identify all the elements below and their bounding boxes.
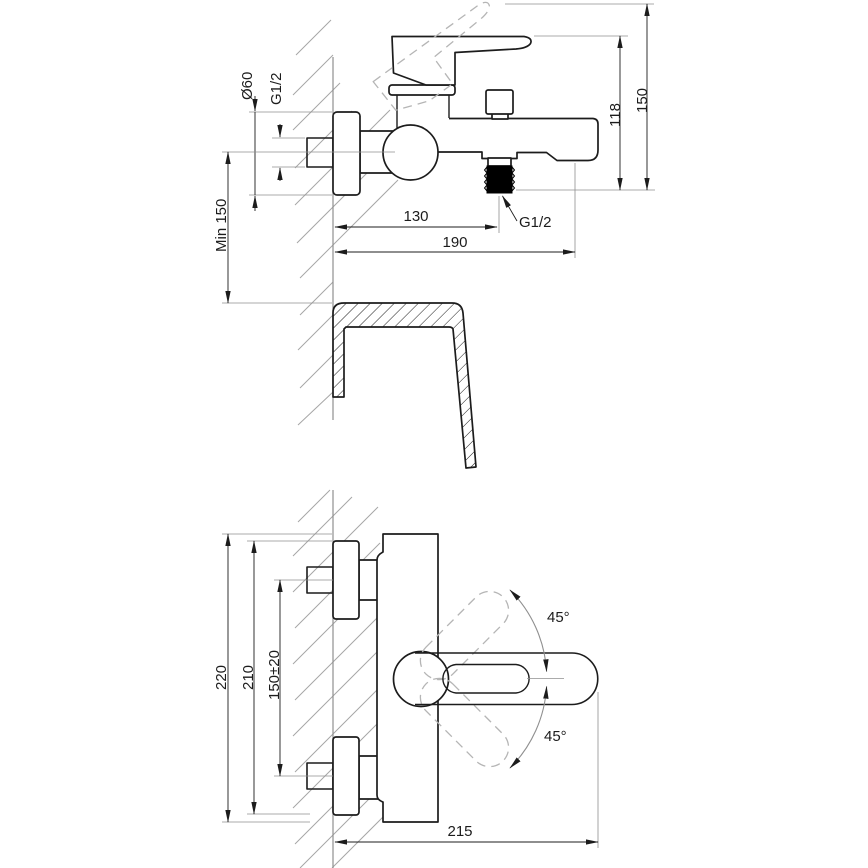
handle-slot <box>442 663 530 694</box>
lever-handle-side <box>391 35 532 86</box>
dim-label-flange-diameter: Ø60 <box>239 72 256 100</box>
spout-section-profile <box>332 302 477 469</box>
handle-position-up <box>419 590 510 681</box>
cartridge-ball-front <box>392 650 450 708</box>
dim-label-angle-down: 45° <box>544 728 567 745</box>
dimensions-side-view <box>222 3 655 304</box>
dim-label-total-height: 150 <box>634 88 651 113</box>
swing-arc-lower <box>509 685 549 769</box>
wall-flange-bottom <box>332 736 360 816</box>
wall-flange <box>332 111 361 196</box>
handle-position-down <box>419 677 510 768</box>
dim-label-outlet-offset: 130 <box>403 208 428 225</box>
dim-label-min-height: Min 150 <box>213 199 230 252</box>
dim-label-flange-span: 210 <box>240 665 257 690</box>
wall-flange-top <box>332 540 360 620</box>
dim-label-handle-height: 118 <box>607 103 624 127</box>
lever-handle-front <box>415 652 599 706</box>
dim-label-overall-height: 220 <box>213 665 230 690</box>
union-connector-bottom <box>358 755 379 800</box>
dim-label-inlet-thread: G1/2 <box>268 72 285 105</box>
handle-raised-position <box>372 1 491 111</box>
cartridge-neck <box>397 95 449 128</box>
cartridge-ball <box>382 124 439 181</box>
outlet-collar <box>487 157 512 167</box>
side-view <box>306 1 599 196</box>
diverter-button <box>485 89 514 115</box>
mixer-body <box>431 117 599 162</box>
wall-hatching-top <box>292 19 399 426</box>
dimensions-front-view <box>222 533 599 848</box>
outlet-thread-serration-right <box>511 166 516 192</box>
swing-arc-upper <box>509 589 549 673</box>
dim-label-angle-up: 45° <box>547 609 570 626</box>
dim-label-inlet-spacing: 150±20 <box>266 650 283 700</box>
dim-label-body-depth: 190 <box>442 234 467 251</box>
dim-label-overall-width: 215 <box>447 823 472 840</box>
cartridge-cover <box>388 84 456 96</box>
front-view <box>306 533 599 823</box>
outlet-thread <box>486 165 513 194</box>
union-connector-top <box>358 559 379 601</box>
outlet-thread-serration-left <box>483 166 488 192</box>
dim-label-outlet-thread: G1/2 <box>519 214 552 231</box>
